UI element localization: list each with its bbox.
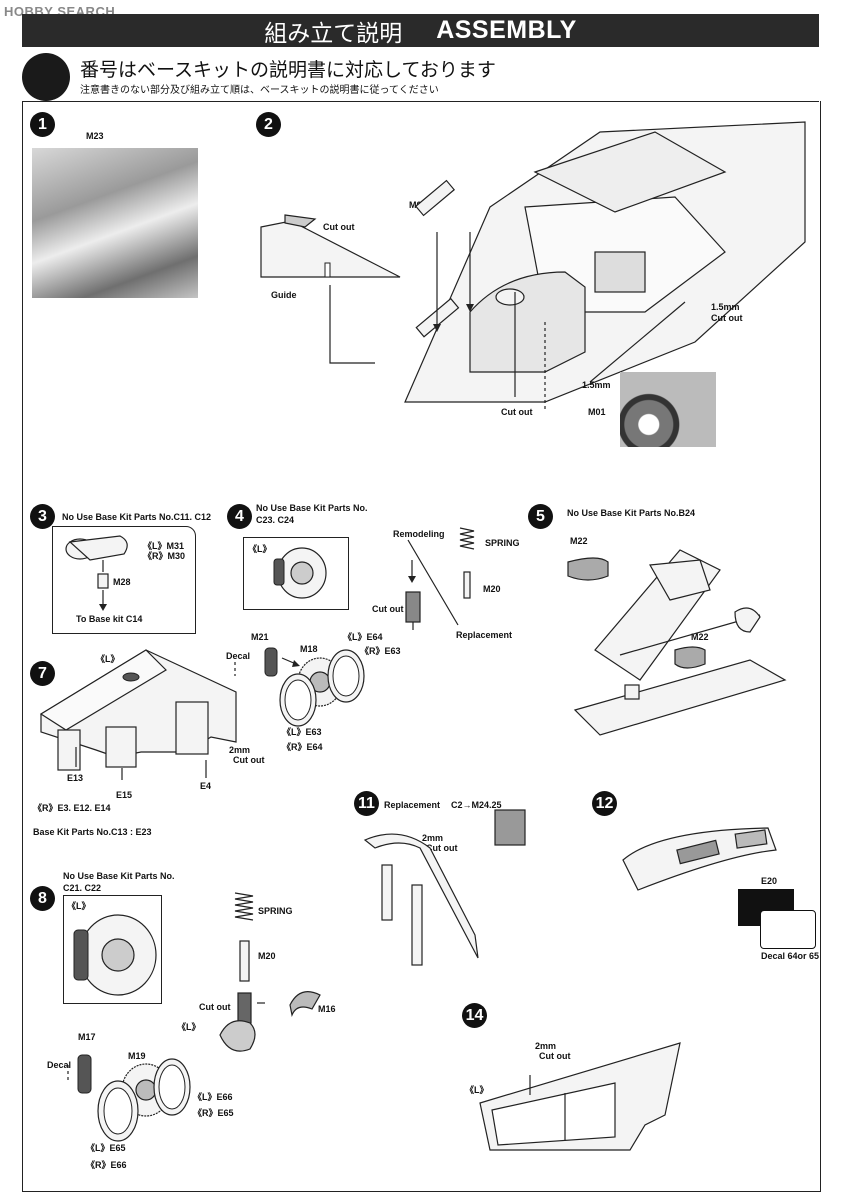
cut-out-label: Cut out	[501, 407, 533, 417]
replacement-label: Replacement	[384, 800, 441, 810]
brake-disc-drawing	[73, 914, 157, 996]
subtitle: 番号はベースキットの説明書に対応しております	[80, 59, 496, 81]
step-number: 2	[256, 112, 281, 137]
remodeling-label: Remodeling	[393, 529, 445, 539]
title-bar: 組み立て説明 ASSEMBLY	[22, 14, 819, 47]
part-label: M01	[588, 407, 606, 417]
side-label: 《L》	[465, 1085, 489, 1095]
step-number: 7	[30, 661, 55, 686]
chassis-drawing	[404, 121, 806, 412]
part-label: 《L》E66	[193, 1092, 233, 1102]
part-label: 《L》E63	[282, 727, 322, 737]
reference-photo	[32, 148, 198, 298]
muffler-drawing	[65, 535, 128, 611]
no-use-label: No Use Base Kit Parts No.B24	[567, 508, 696, 518]
step-number: 1	[30, 112, 55, 137]
part-label: E15	[116, 790, 133, 800]
part-label: M16	[318, 1004, 336, 1014]
step-number: 3	[30, 504, 55, 529]
side-label: 《L》	[67, 901, 91, 911]
divider	[22, 101, 819, 102]
step-number: 4	[227, 504, 252, 529]
right-side-parts-label: 《R》E3. E12. E14	[33, 803, 111, 813]
step-number: 12	[592, 791, 617, 816]
part-label: SPRING	[258, 906, 293, 916]
side-label: 《L》	[248, 544, 272, 554]
part-label: M17	[78, 1032, 96, 1042]
part-label: M28	[113, 577, 131, 587]
part-label: M20	[483, 584, 501, 594]
part-label: 《R》E64	[282, 742, 323, 752]
no-use-label: No Use Base Kit Parts No.	[63, 871, 175, 881]
note: 注意書きのない部分及び組み立て順は、ベースキットの説明書に従ってください	[80, 85, 439, 96]
base-kit-parts-label: Base Kit Parts No.C13 : E23	[33, 827, 152, 837]
side-panel-drawing	[479, 1042, 681, 1151]
guide-part-drawing	[260, 214, 401, 364]
part-label: 《L》M31	[143, 541, 185, 551]
part-label: 《R》E65	[193, 1108, 234, 1118]
guide-label: Guide	[271, 290, 297, 300]
decal-label: Decal	[226, 651, 251, 661]
step-number: 11	[354, 791, 379, 816]
instruction-label: To Base kit C14	[76, 614, 143, 624]
cut-out-label: Cut out	[426, 843, 458, 853]
dimension-label: 1.5mm	[582, 380, 611, 390]
cut-out-label: Cut out	[539, 1051, 571, 1061]
decal-sheet-white	[760, 910, 816, 949]
replacement-label: Replacement	[456, 630, 513, 640]
part-label: M18	[300, 644, 318, 654]
dimension-label: 1.5mm	[711, 302, 740, 312]
shock-drawing	[405, 527, 475, 630]
bullet-circle-icon	[22, 53, 70, 101]
part-label: M22	[570, 536, 588, 546]
wing-drawing	[363, 809, 526, 966]
pedal-box-drawing	[567, 549, 787, 736]
step-number: 8	[30, 886, 55, 911]
brake-assembly-drawing	[67, 1054, 191, 1142]
part-label: M20	[258, 951, 276, 961]
side-label: 《L》	[96, 654, 120, 664]
part-label: 《R》E63	[360, 646, 401, 656]
tunnel-cover-drawing	[39, 649, 237, 780]
no-use-label: C23. C24	[256, 515, 295, 525]
cut-out-label: Cut out	[372, 604, 404, 614]
part-label: E4	[200, 781, 212, 791]
part-label: 《L》E65	[86, 1143, 126, 1153]
cut-out-label: Cut out	[711, 313, 743, 323]
instructions-frame	[22, 101, 821, 1192]
part-label: SPRING	[485, 538, 520, 548]
part-label: E20	[761, 876, 778, 886]
part-label: M23	[86, 131, 104, 141]
no-use-label: C21. C22	[63, 883, 102, 893]
no-use-label: No Use Base Kit Parts No.C11. C12	[62, 512, 212, 522]
brake-disc-drawing	[273, 547, 327, 599]
part-label: 《L》E64	[343, 632, 383, 642]
decal-label: Decal 64or 65	[761, 951, 820, 961]
side-label: 《L》	[177, 1022, 201, 1032]
step-number: 5	[528, 504, 553, 529]
title-english: ASSEMBLY	[436, 16, 577, 44]
dashboard-drawing	[622, 827, 777, 891]
strut-drawing	[219, 892, 321, 1052]
brake-assembly-drawing	[234, 647, 365, 727]
part-label: C2→M24.25	[451, 800, 502, 810]
no-use-label: No Use Base Kit Parts No.	[256, 503, 368, 513]
cut-out-label: Cut out	[199, 1002, 231, 1012]
cut-out-label: Cut out	[323, 222, 355, 232]
dimension-label: 2mm	[422, 833, 444, 843]
step-number: 14	[462, 1003, 487, 1028]
cut-out-label: Cut out	[233, 755, 265, 765]
part-label: M21	[251, 632, 269, 642]
part-label: M22	[691, 632, 709, 642]
wheel-photo	[620, 372, 716, 447]
decal-label: Decal	[47, 1060, 72, 1070]
title-japanese: 組み立て説明	[264, 20, 403, 47]
part-label: 《R》E66	[86, 1160, 127, 1170]
dimension-label: 2mm	[229, 745, 251, 755]
part-label: E13	[67, 773, 84, 783]
part-label: 《R》M30	[143, 551, 186, 561]
dimension-label: 2mm	[535, 1041, 557, 1051]
part-label: M19	[128, 1051, 146, 1061]
